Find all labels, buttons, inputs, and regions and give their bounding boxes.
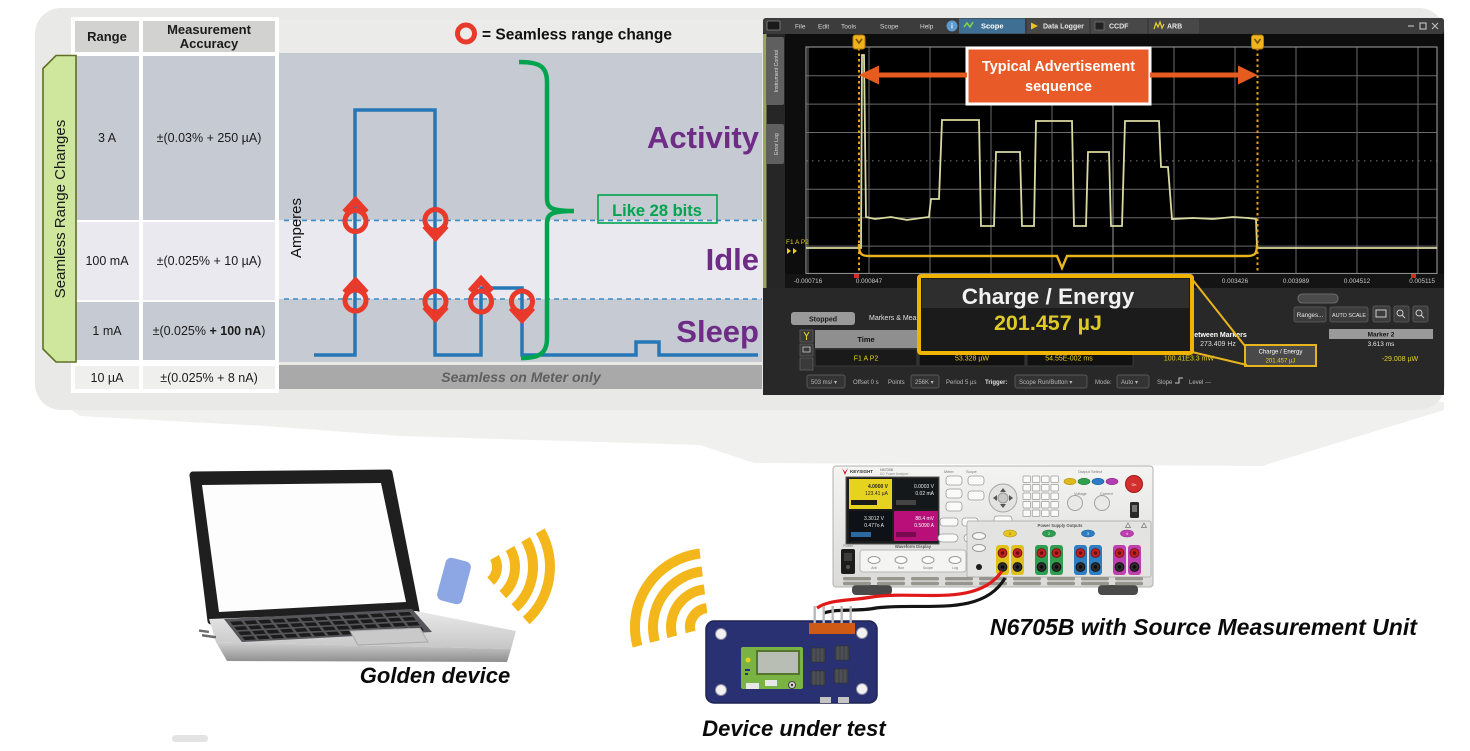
svg-text:-29.008 µW: -29.008 µW bbox=[1382, 356, 1419, 363]
svg-text:Mode:: Mode: bbox=[1095, 380, 1112, 386]
svg-text:Between Markers: Between Markers bbox=[1189, 332, 1247, 339]
svg-text:0.005115: 0.005115 bbox=[1409, 278, 1435, 285]
svg-text:Markers & Meas...: Markers & Meas... bbox=[869, 315, 926, 322]
svg-text:= Seamless range change: = Seamless range change bbox=[482, 27, 672, 44]
svg-text:Sleep: Sleep bbox=[676, 314, 759, 349]
svg-text:i: i bbox=[951, 24, 953, 31]
svg-text:Log: Log bbox=[952, 566, 958, 570]
svg-text:Scope: Scope bbox=[880, 24, 899, 31]
svg-text:Idle: Idle bbox=[706, 242, 759, 277]
svg-text:Charge / Energy: Charge / Energy bbox=[1259, 350, 1303, 356]
svg-text:Tools: Tools bbox=[841, 24, 857, 31]
svg-text:DC Power Analyzer: DC Power Analyzer bbox=[880, 472, 909, 476]
svg-text:Ranges...: Ranges... bbox=[1297, 312, 1324, 319]
svg-text:ARB: ARB bbox=[1167, 24, 1182, 31]
svg-text:Current: Current bbox=[1100, 492, 1114, 496]
svg-text:53.328 µW: 53.328 µW bbox=[955, 356, 989, 363]
svg-text:0.02 mA: 0.02 mA bbox=[915, 491, 934, 497]
svg-text:Seamless on Meter only: Seamless on Meter only bbox=[441, 369, 602, 385]
svg-text:503 ms/ ▾: 503 ms/ ▾ bbox=[811, 380, 837, 386]
svg-text:Points: Points bbox=[888, 380, 905, 386]
svg-text:AUTO SCALE: AUTO SCALE bbox=[1332, 313, 1366, 319]
svg-text:100.41E3.3 mW: 100.41E3.3 mW bbox=[1164, 356, 1215, 363]
svg-text:Help: Help bbox=[920, 24, 934, 31]
svg-text:N6705B: N6705B bbox=[880, 468, 894, 472]
svg-text:Power Supply Outputs: Power Supply Outputs bbox=[1038, 523, 1084, 528]
svg-text:54.55E-002 ms: 54.55E-002 ms bbox=[1045, 356, 1093, 363]
svg-text:201.457 µJ: 201.457 µJ bbox=[1266, 359, 1296, 365]
svg-text:Time: Time bbox=[857, 335, 874, 344]
svg-text:1: 1 bbox=[1009, 532, 1011, 536]
svg-text:0.5090 A: 0.5090 A bbox=[914, 523, 934, 529]
svg-text:File: File bbox=[795, 24, 806, 31]
svg-text:On: On bbox=[1132, 483, 1137, 487]
svg-text:Like 28 bits: Like 28 bits bbox=[612, 202, 702, 220]
svg-text:-0.000716: -0.000716 bbox=[794, 278, 823, 285]
svg-text:Auto ▾: Auto ▾ bbox=[1121, 380, 1138, 386]
svg-text:Arb: Arb bbox=[871, 566, 877, 570]
svg-text:Error Log: Error Log bbox=[774, 133, 780, 155]
svg-text:3.3012 V: 3.3012 V bbox=[864, 516, 885, 522]
svg-text:Scope Run/Button ▾: Scope Run/Button ▾ bbox=[1019, 380, 1072, 386]
svg-text:0.003426: 0.003426 bbox=[1222, 278, 1249, 285]
svg-text:Trigger:: Trigger: bbox=[985, 380, 1007, 386]
svg-text:Voltage: Voltage bbox=[1074, 492, 1087, 496]
svg-text:4.0000 V: 4.0000 V bbox=[868, 484, 889, 490]
svg-text:Run: Run bbox=[898, 566, 904, 570]
svg-text:Waveform Display: Waveform Display bbox=[895, 544, 932, 549]
svg-text:Scope: Scope bbox=[923, 566, 933, 570]
svg-text:0.0003 V: 0.0003 V bbox=[914, 484, 935, 490]
svg-text:0.003989: 0.003989 bbox=[1283, 278, 1310, 285]
svg-text:Edit: Edit bbox=[818, 24, 829, 31]
svg-text:sequence: sequence bbox=[1025, 79, 1092, 95]
svg-text:2: 2 bbox=[1048, 532, 1050, 536]
svg-text:Level ---: Level --- bbox=[1189, 380, 1211, 386]
svg-text:Seamless Range Changes: Seamless Range Changes bbox=[52, 120, 69, 298]
svg-text:0.477o A: 0.477o A bbox=[864, 523, 884, 529]
svg-text:0.000847: 0.000847 bbox=[856, 278, 883, 285]
svg-text:4: 4 bbox=[1126, 532, 1128, 536]
svg-text:KEYSIGHT: KEYSIGHT bbox=[850, 469, 873, 474]
svg-text:201.457 µJ: 201.457 µJ bbox=[994, 311, 1102, 335]
svg-text:Period 5 µs: Period 5 µs bbox=[946, 380, 976, 386]
svg-text:273.409 Hz: 273.409 Hz bbox=[1200, 341, 1236, 348]
svg-text:Meter: Meter bbox=[944, 470, 954, 474]
svg-text:Marker 2: Marker 2 bbox=[1368, 332, 1395, 339]
svg-text:CCDF: CCDF bbox=[1109, 24, 1129, 31]
svg-text:Amperes: Amperes bbox=[288, 198, 305, 258]
svg-text:Activity: Activity bbox=[647, 120, 760, 155]
svg-text:F1 A P2: F1 A P2 bbox=[854, 356, 879, 363]
svg-text:256K ▾: 256K ▾ bbox=[915, 380, 934, 386]
svg-text:Stopped: Stopped bbox=[809, 317, 837, 324]
svg-text:Data Logger: Data Logger bbox=[1043, 24, 1084, 31]
svg-text:Offset 0 s: Offset 0 s bbox=[853, 380, 879, 386]
svg-text:Charge / Energy: Charge / Energy bbox=[962, 284, 1135, 309]
svg-text:Scope: Scope bbox=[981, 22, 1004, 31]
svg-text:Instrument Control: Instrument Control bbox=[774, 50, 780, 93]
svg-text:Power: Power bbox=[843, 544, 854, 548]
svg-text:F1 A P2: F1 A P2 bbox=[786, 239, 809, 246]
svg-text:Typical Advertisement: Typical Advertisement bbox=[982, 59, 1135, 75]
svg-text:123.41 µA: 123.41 µA bbox=[865, 491, 889, 497]
svg-text:Scope: Scope bbox=[966, 470, 977, 474]
svg-text:Slope: Slope bbox=[1157, 380, 1173, 386]
svg-text:0.004512: 0.004512 bbox=[1344, 278, 1371, 285]
svg-text:Output Select: Output Select bbox=[1078, 469, 1103, 474]
svg-text:3.613 ms: 3.613 ms bbox=[1368, 341, 1395, 348]
svg-text:3: 3 bbox=[1087, 532, 1089, 536]
svg-text:88.4 mV: 88.4 mV bbox=[915, 516, 934, 522]
